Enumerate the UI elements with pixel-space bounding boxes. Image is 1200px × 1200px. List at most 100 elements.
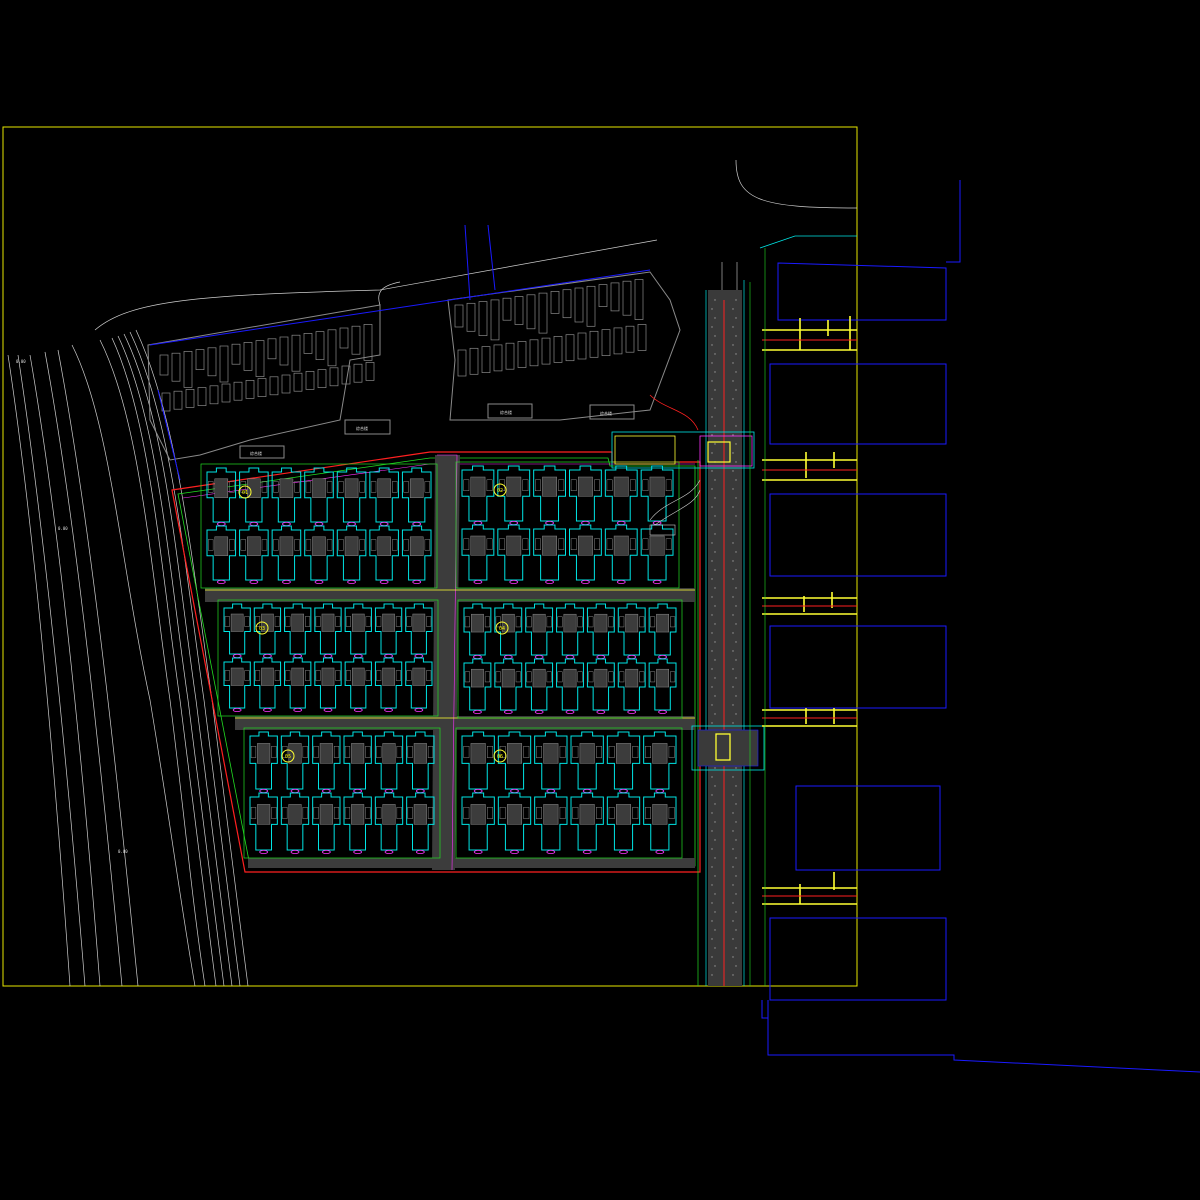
river-contours <box>7 239 658 987</box>
apartment-unit <box>336 467 367 523</box>
block-marker-circle <box>255 621 269 635</box>
apartment-unit <box>249 792 278 851</box>
south-entry-plaza <box>691 725 765 771</box>
apartment-unit <box>525 658 554 711</box>
apartment-unit <box>640 465 674 522</box>
apartment-unit <box>239 525 269 581</box>
north-boundary-lines <box>149 224 651 481</box>
river-level-label-top: 0.00 <box>16 359 26 364</box>
apartment-unit <box>280 792 310 851</box>
apartment-unit <box>223 603 251 655</box>
apartment-unit <box>570 792 604 851</box>
apartment-unit <box>374 657 403 709</box>
apartment-unit <box>461 465 495 522</box>
block-marker-circle <box>238 485 252 499</box>
northeast-road-curve <box>735 159 858 209</box>
apartment-unit <box>304 525 334 581</box>
apartment-unit <box>312 792 341 851</box>
residential-block: 04 <box>457 599 683 719</box>
block-marker-label: 02 <box>497 488 503 494</box>
apartment-unit <box>617 603 646 656</box>
drawing-frame <box>2 126 858 987</box>
apartment-unit <box>253 603 282 655</box>
north-building-label-1: 综合楼 <box>356 425 368 431</box>
residential-block: 03 <box>217 599 439 717</box>
apartment-unit <box>374 792 404 851</box>
north-building-label-2: 综合楼 <box>500 409 512 415</box>
apartment-unit <box>533 465 566 522</box>
apartment-unit <box>401 467 432 523</box>
apartment-unit <box>556 658 584 711</box>
apartment-unit <box>406 792 435 851</box>
north-building-label-3: 综合楼 <box>600 410 612 416</box>
apartment-unit <box>284 603 312 655</box>
apartment-unit <box>606 731 641 790</box>
apartment-unit <box>461 731 495 790</box>
residential-block: 06 <box>455 727 683 859</box>
apartment-unit <box>569 465 602 522</box>
block-marker-circle <box>493 483 507 497</box>
apartment-unit <box>344 657 372 709</box>
apartment-unit <box>223 657 251 709</box>
apartment-unit <box>461 792 495 851</box>
north-building-details <box>159 279 647 412</box>
apartment-unit <box>405 603 433 655</box>
apartment-unit <box>606 792 641 851</box>
block-marker-label: 03 <box>259 626 265 632</box>
apartment-unit <box>648 603 677 656</box>
apartment-unit <box>534 731 568 790</box>
residential-block: 02 <box>455 461 680 589</box>
apartment-unit <box>249 731 278 790</box>
apartment-unit <box>463 603 492 656</box>
apartment-unit <box>604 524 638 581</box>
apartment-unit <box>374 731 404 790</box>
apartment-unit <box>533 524 566 581</box>
apartment-unit <box>343 731 372 790</box>
apartment-unit <box>284 657 312 709</box>
east-parcel-utilities <box>749 235 857 986</box>
apartment-unit <box>525 603 554 656</box>
apartment-unit <box>497 731 532 790</box>
apartment-unit <box>206 467 237 523</box>
apartment-unit <box>617 658 646 711</box>
apartment-unit <box>463 658 492 711</box>
apartment-unit <box>643 731 677 790</box>
east-promenade <box>697 262 745 986</box>
apartment-unit <box>271 525 302 581</box>
apartment-unit <box>253 657 282 709</box>
apartment-unit <box>343 792 372 851</box>
apartment-unit <box>344 603 372 655</box>
apartment-unit <box>569 524 602 581</box>
apartment-unit <box>206 525 237 581</box>
apartment-unit <box>497 524 531 581</box>
north-entry-plaza <box>611 394 755 536</box>
river-level-label-low: 0.00 <box>118 849 128 854</box>
block-marker-label: 01 <box>242 490 248 496</box>
east-parcels <box>761 180 1200 1073</box>
apartment-unit <box>494 658 523 711</box>
apartment-unit <box>369 525 399 581</box>
apartment-unit <box>405 657 433 709</box>
residential-block: 05 <box>243 727 441 859</box>
apartment-unit <box>586 658 615 711</box>
apartment-unit <box>461 524 495 581</box>
apartment-unit <box>643 792 677 851</box>
north-existing-buildings <box>147 271 681 461</box>
apartment-unit <box>497 792 532 851</box>
apartment-unit <box>586 603 615 656</box>
apartment-unit <box>604 465 638 522</box>
apartment-unit <box>406 731 435 790</box>
apartment-unit <box>369 467 399 523</box>
apartment-unit <box>312 731 341 790</box>
north-road-curve <box>378 281 401 306</box>
residential-block: 01 <box>200 463 438 589</box>
apartment-unit <box>336 525 367 581</box>
block-marker-label: 06 <box>497 754 503 760</box>
apartment-unit <box>401 525 432 581</box>
apartment-unit <box>648 658 677 711</box>
block-marker-circle <box>281 749 295 763</box>
river-level-label-mid: 0.00 <box>58 526 68 531</box>
north-building-label-4: 综合楼 <box>250 450 262 456</box>
